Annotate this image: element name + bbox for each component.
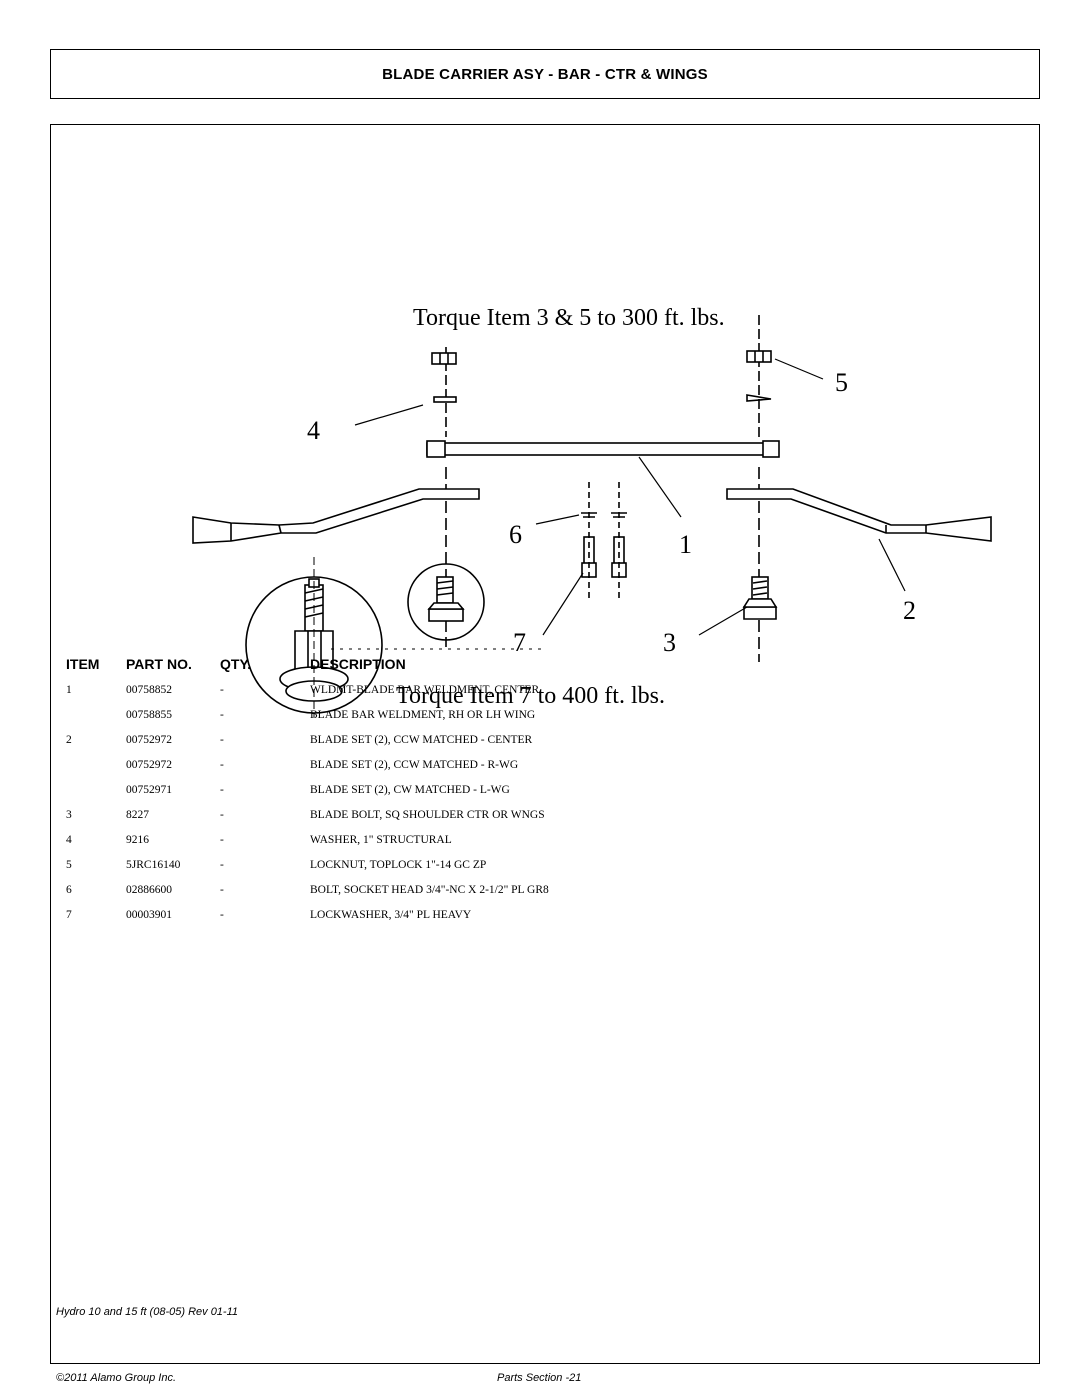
row-qty: - xyxy=(220,834,224,846)
row-description: BLADE SET (2), CW MATCHED - L-WG xyxy=(310,784,510,796)
table-row: 7 00003901 - LOCKWASHER, 3/4" PL HEAVY xyxy=(0,909,1080,934)
row-part-no: 8227 xyxy=(126,809,149,821)
row-description: BOLT, SOCKET HEAD 3/4"-NC X 2-1/2" PL GR… xyxy=(310,884,549,896)
row-item: 4 xyxy=(66,834,72,846)
row-part-no: 00758852 xyxy=(126,684,172,696)
row-item: 7 xyxy=(66,909,72,921)
row-qty: - xyxy=(220,909,224,921)
header-qty: QTY. xyxy=(220,656,252,672)
table-row: 3 8227 - BLADE BOLT, SQ SHOULDER CTR OR … xyxy=(0,809,1080,834)
row-description: BLADE BOLT, SQ SHOULDER CTR OR WNGS xyxy=(310,809,545,821)
callout-2: 2 xyxy=(903,596,916,625)
row-qty: - xyxy=(220,859,224,871)
callout-5: 5 xyxy=(835,368,848,397)
row-item: 1 xyxy=(66,684,72,696)
row-part-no: 02886600 xyxy=(126,884,172,896)
callout-1: 1 xyxy=(679,530,692,559)
row-part-no: 00752972 xyxy=(126,734,172,746)
row-part-no: 00758855 xyxy=(126,709,172,721)
callout-4: 4 xyxy=(307,416,320,445)
row-part-no: 5JRC16140 xyxy=(126,859,181,871)
row-qty: - xyxy=(220,809,224,821)
table-row: 00752971 - BLADE SET (2), CW MATCHED - L… xyxy=(0,784,1080,809)
torque-note-top: Torque Item 3 & 5 to 300 ft. lbs. xyxy=(413,305,725,331)
row-part-no: 00752971 xyxy=(126,784,172,796)
page-title: BLADE CARRIER ASY - BAR - CTR & WINGS xyxy=(382,65,708,83)
table-row: 6 02886600 - BOLT, SOCKET HEAD 3/4"-NC X… xyxy=(0,884,1080,909)
row-qty: - xyxy=(220,759,224,771)
parts-table: 1 00758852 - WLDMT-BLADE BAR WELDMENT, C… xyxy=(0,684,1080,934)
content-box: Torque Item 3 & 5 to 300 ft. lbs. Torque… xyxy=(50,124,1040,1364)
row-description: BLADE SET (2), CCW MATCHED - R-WG xyxy=(310,759,519,771)
row-qty: - xyxy=(220,684,224,696)
row-item: 6 xyxy=(66,884,72,896)
row-part-no: 00003901 xyxy=(126,909,172,921)
parts-table-header: ITEM PART NO. QTY. DESCRIPTION xyxy=(0,656,1080,676)
footer-copyright: ©2011 Alamo Group Inc. xyxy=(56,1372,177,1384)
row-qty: - xyxy=(220,784,224,796)
callout-6: 6 xyxy=(509,520,522,549)
table-row: 5 5JRC16140 - LOCKNUT, TOPLOCK 1"-14 GC … xyxy=(0,859,1080,884)
table-row: 1 00758852 - WLDMT-BLADE BAR WELDMENT, C… xyxy=(0,684,1080,709)
footer-section: Parts Section -21 xyxy=(497,1372,582,1384)
table-row: 4 9216 - WASHER, 1" STRUCTURAL xyxy=(0,834,1080,859)
row-description: BLADE SET (2), CCW MATCHED - CENTER xyxy=(310,734,533,746)
table-row: 00758855 - BLADE BAR WELDMENT, RH OR LH … xyxy=(0,709,1080,734)
title-box: BLADE CARRIER ASY - BAR - CTR & WINGS xyxy=(50,49,1040,99)
row-qty: - xyxy=(220,734,224,746)
row-part-no: 9216 xyxy=(126,834,149,846)
table-row: 2 00752972 - BLADE SET (2), CCW MATCHED … xyxy=(0,734,1080,759)
callout-7: 7 xyxy=(513,628,526,657)
row-description: WASHER, 1" STRUCTURAL xyxy=(310,834,452,846)
callout-3: 3 xyxy=(663,628,676,657)
exploded-view-drawing: Torque Item 3 & 5 to 300 ft. lbs. Torque… xyxy=(192,305,992,717)
row-description: LOCKWASHER, 3/4" PL HEAVY xyxy=(310,909,472,921)
row-description: LOCKNUT, TOPLOCK 1"-14 GC ZP xyxy=(310,859,487,871)
header-description: DESCRIPTION xyxy=(310,656,406,672)
header-item: ITEM xyxy=(66,656,100,672)
footer-model: Hydro 10 and 15 ft (08-05) Rev 01-11 xyxy=(56,1306,239,1318)
row-qty: - xyxy=(220,884,224,896)
row-item: 3 xyxy=(66,809,72,821)
header-part-no: PART NO. xyxy=(126,656,192,672)
row-description: BLADE BAR WELDMENT, RH OR LH WING xyxy=(310,709,536,721)
row-item: 5 xyxy=(66,859,72,871)
parts-diagram: Torque Item 3 & 5 to 300 ft. lbs. Torque… xyxy=(191,277,1039,767)
row-description: WLDMT-BLADE BAR WELDMENT, CENTER xyxy=(310,684,540,696)
row-qty: - xyxy=(220,709,224,721)
row-item: 2 xyxy=(66,734,72,746)
row-part-no: 00752972 xyxy=(126,759,172,771)
table-row: 00752972 - BLADE SET (2), CCW MATCHED - … xyxy=(0,759,1080,784)
torque-note-bottom: Torque Item 7 to 400 ft. lbs. xyxy=(396,683,665,709)
